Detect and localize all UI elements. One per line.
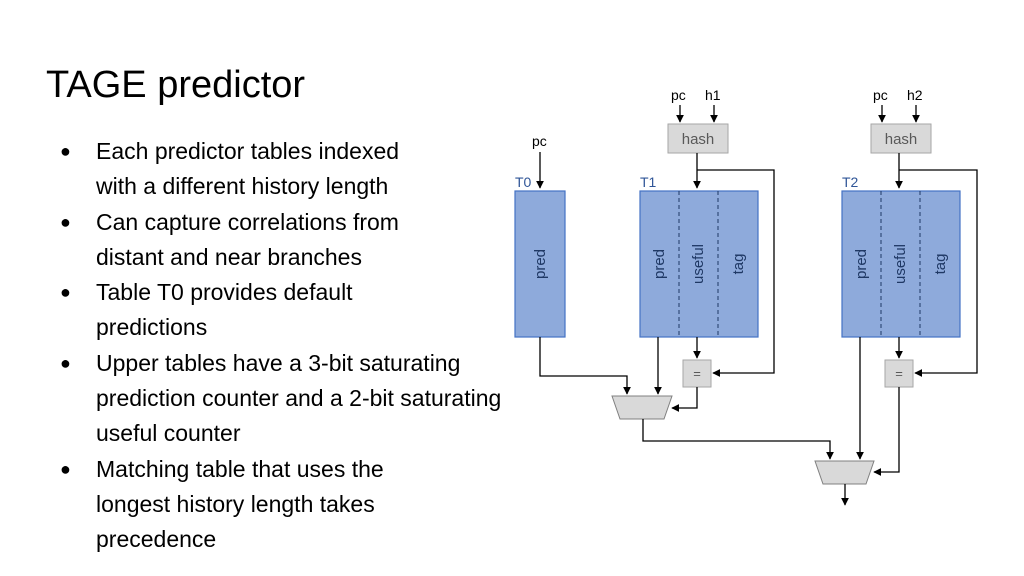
slide-title: TAGE predictor (46, 64, 306, 106)
bullet-dot-icon: ● (60, 458, 71, 479)
t2-compare-box (884, 359, 914, 388)
t2-tag-label: tag (932, 254, 949, 275)
t2-pred-label: pred (853, 249, 870, 279)
t1-useful-label: useful (690, 244, 707, 284)
t1-pred-label: pred (651, 249, 668, 279)
bullet-item: ● Each predictor tables indexed with a di… (60, 134, 440, 205)
bullet-text: Matching table that uses the longest his… (96, 455, 384, 553)
mux-1 (611, 395, 673, 420)
t1-tag-label: tag (730, 254, 747, 275)
bullet-text: Each predictor tables indexed with a dif… (96, 138, 400, 200)
t2-hash-to-compare-wire (899, 169, 978, 377)
bullet-text: Upper tables have a 3-bit saturating pre… (96, 349, 502, 447)
bullet-list: ● Each predictor tables indexed with a di… (60, 134, 501, 558)
t1-label: T1 (640, 174, 657, 190)
bullet-dot-icon: ● (60, 211, 71, 232)
t2-hash-box (870, 123, 932, 154)
t1-compare-to-mux-wire (671, 387, 698, 412)
t0-pred-label: pred (532, 249, 549, 279)
t1-h1-label: h1 (705, 87, 721, 103)
bullet-dot-icon: ● (60, 352, 71, 373)
bullet-text: Can capture correlations from distant an… (96, 208, 399, 270)
bullet-dot-icon: ● (60, 282, 71, 303)
t2-compare-label: = (895, 366, 903, 381)
t1-table (639, 190, 759, 338)
bullet-item: ● Upper tables have a 3-bit saturating pr… (60, 346, 506, 452)
bullet-item: ● Can capture correlations from distant a… (60, 205, 440, 276)
t1-hash-box (667, 123, 729, 154)
t2-h2-label: h2 (907, 87, 923, 103)
t2-useful-label: useful (892, 244, 909, 284)
bullet-dot-icon: ● (60, 141, 71, 161)
t1-pc-label: pc (671, 87, 686, 103)
t1-compare-label: = (693, 366, 701, 381)
t0-pred-to-mux-wire (539, 337, 631, 395)
bullet-item: ● Matching table that uses the longest hi… (60, 452, 436, 558)
bullet-item: ● Table T0 provides default predictions (60, 275, 406, 346)
t2-pc-label: pc (873, 87, 888, 103)
t2-compare-to-mux-wire (873, 387, 900, 476)
t2-hash-label: hash (885, 131, 918, 148)
mux-2 (814, 460, 875, 485)
bullet-text: Table T0 provides default predictions (96, 279, 353, 341)
t2-label: T2 (842, 174, 859, 190)
t1-hash-label: hash (682, 131, 715, 148)
t1-compare-box (682, 359, 712, 388)
t1-hash-to-compare-wire (697, 169, 775, 377)
t2-table (841, 190, 961, 338)
mux1-to-mux2-wire (642, 419, 834, 460)
t0-pc-label: pc (532, 133, 547, 149)
t0-label: T0 (515, 174, 532, 190)
